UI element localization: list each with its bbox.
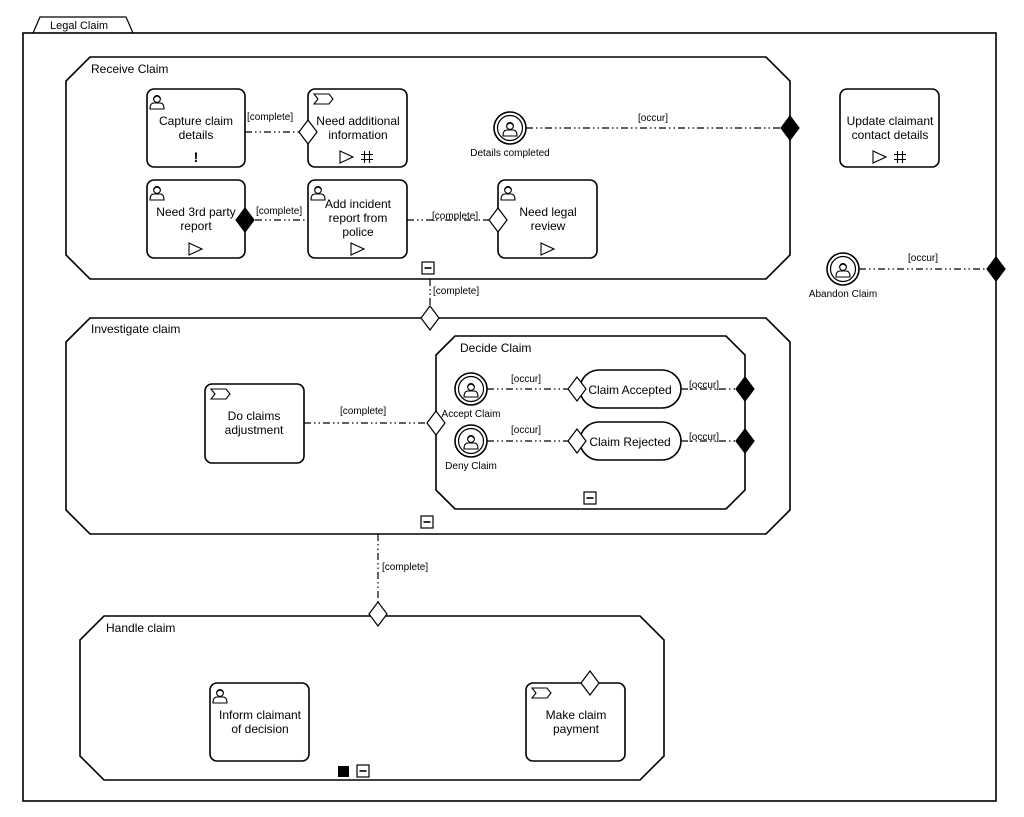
exit-criterion-icon[interactable] xyxy=(780,115,800,141)
exit-criterion-icon[interactable] xyxy=(735,376,755,402)
entry-criterion-icon[interactable] xyxy=(420,305,440,331)
stage-investigate-claim-label: Investigate claim xyxy=(91,322,180,336)
stage-handle-claim-label: Handle claim xyxy=(106,621,175,635)
task-label-line: Need legal xyxy=(519,205,576,219)
connector-label: [complete] xyxy=(432,211,478,222)
task-label-line: Add incident xyxy=(325,197,392,211)
entry-criterion-icon[interactable] xyxy=(426,410,446,436)
connector-label: [complete] xyxy=(340,406,386,417)
sentries xyxy=(235,115,1006,696)
stage-decide-claim[interactable]: Decide Claim xyxy=(435,335,746,510)
event-label: Accept Claim xyxy=(442,409,501,420)
connector-label: [occur] xyxy=(511,425,541,436)
event-label: Deny Claim xyxy=(445,461,497,472)
task-label-line: payment xyxy=(553,722,600,736)
entry-criterion-icon[interactable] xyxy=(298,119,318,145)
milestone-label: Claim Rejected xyxy=(589,435,670,449)
task-update-claimant-contact-details[interactable]: Update claimant contact details xyxy=(839,88,940,168)
task-label-line: report xyxy=(180,219,212,233)
task-label-line: report from xyxy=(329,211,388,225)
task-label-line: adjustment xyxy=(225,423,284,437)
connector-label: [occur] xyxy=(689,432,719,443)
connector-label: [occur] xyxy=(511,374,541,385)
task-label-line: Do claims xyxy=(228,409,281,423)
task-label-line: of decision xyxy=(231,722,288,736)
event-label: Abandon Claim xyxy=(809,289,877,300)
connectors: [complete] [complete] [complete] [occur]… xyxy=(245,112,987,603)
connector-label: [complete] xyxy=(247,112,293,123)
task-label-line: information xyxy=(328,128,387,142)
case-title: Legal Claim xyxy=(50,20,108,32)
exit-criterion-icon[interactable] xyxy=(735,428,755,454)
milestone-claim-rejected[interactable]: Claim Rejected xyxy=(579,421,682,461)
task-inform-claimant[interactable]: Inform claimant of decision xyxy=(209,682,310,762)
stage-receive-claim-label: Receive Claim xyxy=(91,62,168,76)
task-do-claims-adjustment[interactable]: Do claims adjustment xyxy=(204,383,305,464)
exit-criterion-icon[interactable] xyxy=(986,256,1006,282)
event-deny-claim[interactable]: Deny Claim xyxy=(445,424,497,472)
collapse-icon[interactable] xyxy=(421,261,435,275)
auto-complete-icon xyxy=(338,766,349,777)
task-label-line: Inform claimant xyxy=(219,708,302,722)
entry-criterion-icon[interactable] xyxy=(580,670,600,696)
exit-criterion-icon[interactable] xyxy=(235,207,255,233)
task-label-line: Need additional xyxy=(316,114,399,128)
task-need-legal-review[interactable]: Need legal review xyxy=(497,179,598,259)
connector-label: [complete] xyxy=(256,206,302,217)
task-label-line: Need 3rd party xyxy=(156,205,235,219)
task-label-line: Capture claim xyxy=(159,114,233,128)
task-label-line: details xyxy=(179,128,214,142)
stage-decide-claim-label: Decide Claim xyxy=(460,341,531,355)
connector-label: [complete] xyxy=(382,562,428,573)
collapse-icon[interactable] xyxy=(356,764,370,778)
milestone-label: Claim Accepted xyxy=(588,383,671,397)
connector-label: [occur] xyxy=(689,380,719,391)
task-add-incident-report[interactable]: Add incident report from police xyxy=(307,179,408,259)
task-label-line: Update claimant xyxy=(847,114,934,128)
task-label-line: police xyxy=(342,225,374,239)
task-label-line: Make claim xyxy=(546,708,607,722)
connector-label: [complete] xyxy=(433,286,479,297)
entry-criterion-icon[interactable] xyxy=(567,428,587,454)
collapse-icon[interactable] xyxy=(583,491,597,505)
entry-criterion-icon[interactable] xyxy=(567,376,587,402)
milestone-claim-accepted[interactable]: Claim Accepted xyxy=(579,369,682,409)
entry-criterion-icon[interactable] xyxy=(368,601,388,627)
event-abandon-claim[interactable]: Abandon Claim xyxy=(809,252,877,300)
task-make-claim-payment[interactable]: Make claim payment xyxy=(525,682,626,762)
event-label: Details completed xyxy=(470,148,549,159)
required-marker-icon: ! xyxy=(194,149,199,165)
task-label-line: review xyxy=(531,219,566,233)
task-need-additional-information[interactable]: Need additional information xyxy=(307,88,408,168)
task-capture-claim-details[interactable]: Capture claim details ! xyxy=(146,88,246,168)
entry-criterion-icon[interactable] xyxy=(488,207,508,233)
connector-label: [occur] xyxy=(638,113,668,124)
event-accept-claim[interactable]: Accept Claim xyxy=(442,372,501,420)
task-need-3rd-party-report[interactable]: Need 3rd party report xyxy=(146,179,246,259)
collapse-icon[interactable] xyxy=(420,515,434,529)
connector-label: [occur] xyxy=(908,253,938,264)
task-label-line: contact details xyxy=(852,128,929,142)
